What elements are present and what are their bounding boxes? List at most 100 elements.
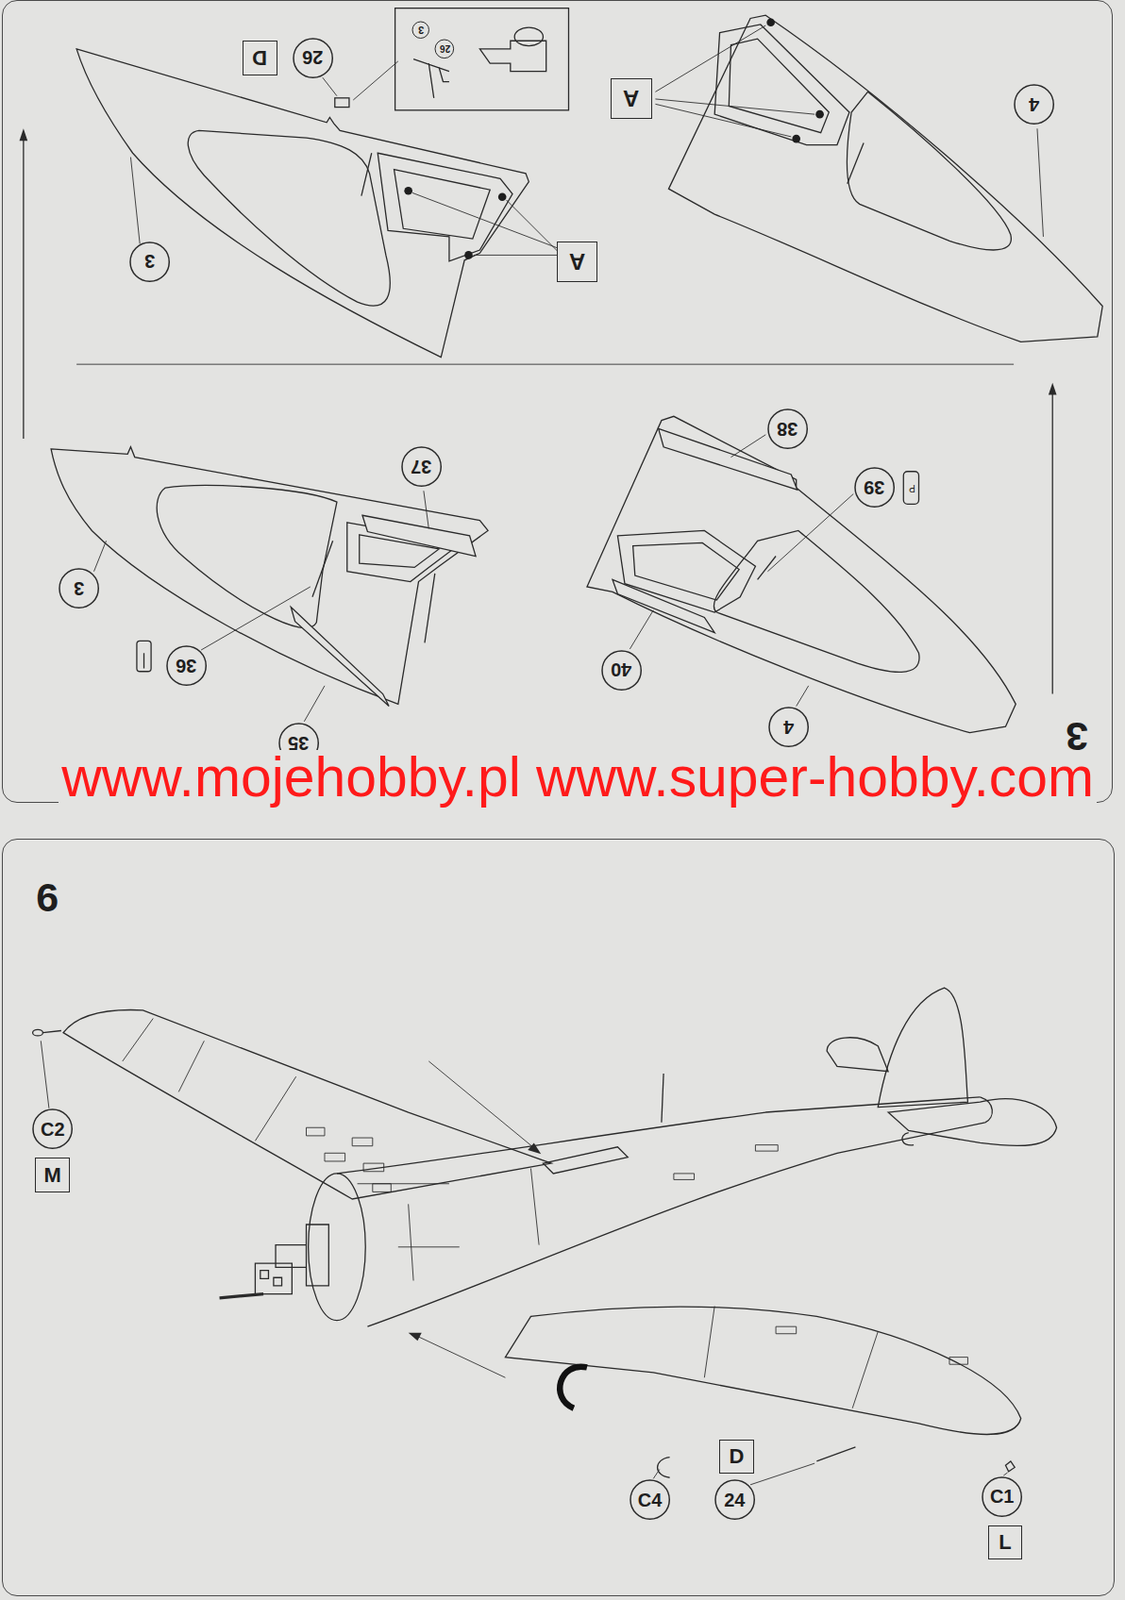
- callout-circle: [602, 651, 641, 690]
- callout-circle: [435, 39, 454, 59]
- callout-number: C4: [638, 1491, 663, 1511]
- leader-line: [750, 1463, 815, 1486]
- wheel-well: [728, 38, 829, 134]
- callout-number: 26: [439, 43, 451, 53]
- leader-line: [423, 490, 429, 529]
- tail-wheel: [902, 1133, 914, 1146]
- small-part: [290, 607, 389, 707]
- wing-part: [76, 49, 529, 358]
- callout-circle: [59, 569, 99, 608]
- callout-number: 3: [73, 579, 84, 599]
- fuselage: [367, 1123, 985, 1327]
- callout-number: 37: [410, 457, 432, 477]
- callout-circle: [855, 468, 894, 507]
- wing-part: [587, 416, 1016, 733]
- small-part: [335, 98, 350, 108]
- inset-callout: 3: [411, 20, 430, 39]
- part-letter: A: [569, 250, 586, 273]
- part-letter-box: D: [719, 1440, 755, 1476]
- step-number: 6: [35, 877, 59, 919]
- leader-line: [654, 103, 791, 137]
- leader-line: [654, 25, 766, 92]
- callout-number: 4: [768, 706, 809, 748]
- callout-number: 3: [129, 241, 170, 283]
- inset-frame: [395, 8, 570, 111]
- callout-number: 24: [714, 1479, 756, 1521]
- glue-point: [498, 192, 507, 202]
- callout-number: C1: [981, 1477, 1023, 1518]
- part-letter: D: [729, 1446, 745, 1468]
- callout-circle: [167, 646, 206, 686]
- leader-line: [1037, 128, 1043, 237]
- part-letter-box: L: [988, 1526, 1024, 1562]
- part-icon: [903, 471, 919, 505]
- callout-number: 3: [144, 251, 155, 271]
- callout-number: 24: [723, 1491, 745, 1511]
- callout-number: 4: [783, 718, 794, 738]
- divider-line: [76, 364, 1014, 366]
- part-letter-box: D: [242, 40, 278, 76]
- glue-point: [403, 186, 413, 196]
- panel-line: [846, 91, 1011, 251]
- glue-point: [464, 251, 473, 260]
- wing-part: [50, 447, 488, 706]
- leader-line: [730, 435, 766, 458]
- inset-callout: 26: [434, 38, 455, 60]
- slot: [847, 142, 864, 184]
- leader-line: [473, 254, 558, 256]
- part-letter-box: M: [34, 1158, 70, 1193]
- callout-number: 4: [1028, 95, 1040, 115]
- engine-mount: [254, 1225, 329, 1295]
- part-icon: [143, 653, 145, 669]
- inset-detail: [514, 27, 543, 46]
- callout-circle: [715, 1480, 755, 1520]
- leader-line: [130, 157, 140, 245]
- leader-line: [322, 77, 337, 96]
- panel-line: [357, 1169, 540, 1282]
- callout-number: 37: [401, 446, 442, 487]
- slot: [312, 540, 334, 597]
- leader-line: [653, 1470, 659, 1480]
- slot: [757, 556, 776, 581]
- leader-line: [201, 587, 311, 651]
- callout-circle: [630, 1480, 670, 1520]
- leader-line: [1003, 1473, 1008, 1477]
- engine-gun: [219, 1294, 265, 1299]
- leader-line: [506, 200, 558, 252]
- small-part: [1005, 1461, 1015, 1473]
- glue-point: [791, 134, 801, 144]
- callout-number: C2: [40, 1120, 66, 1140]
- callout-number: C1: [990, 1487, 1015, 1507]
- panel-line: [122, 1019, 297, 1142]
- small-part: [362, 515, 476, 556]
- inset-detail: [479, 40, 546, 71]
- direction-arrow: [1052, 394, 1054, 695]
- arrow-head: [408, 1333, 422, 1343]
- tail-plane: [888, 1099, 1057, 1147]
- panel-line: [673, 1145, 778, 1181]
- leader-line: [412, 192, 558, 248]
- callout-circle: [402, 447, 441, 487]
- wheel-well: [714, 24, 850, 146]
- callout-circle: [130, 242, 169, 282]
- panel-line: [713, 530, 920, 672]
- panel-line: [704, 1307, 968, 1410]
- callout-circle: [33, 1109, 72, 1149]
- tail-fin: [877, 988, 968, 1109]
- callout-number: 3: [418, 24, 424, 35]
- callout-number: C4: [629, 1479, 671, 1521]
- nose-ring: [308, 1174, 367, 1322]
- leader-line: [40, 1041, 50, 1109]
- callout-number: 38: [767, 408, 808, 450]
- panel-line: [156, 486, 337, 629]
- leader-line: [352, 61, 399, 101]
- small-part: [612, 579, 715, 633]
- part-letter: D: [251, 47, 268, 68]
- callout-number: 3: [58, 568, 100, 609]
- glue-point: [766, 17, 775, 27]
- leader-line: [303, 686, 325, 723]
- arrow-head: [527, 1142, 541, 1155]
- callout-number: 40: [601, 650, 642, 691]
- part-sprue-letter: P: [908, 483, 916, 493]
- inset-detail: [413, 59, 450, 99]
